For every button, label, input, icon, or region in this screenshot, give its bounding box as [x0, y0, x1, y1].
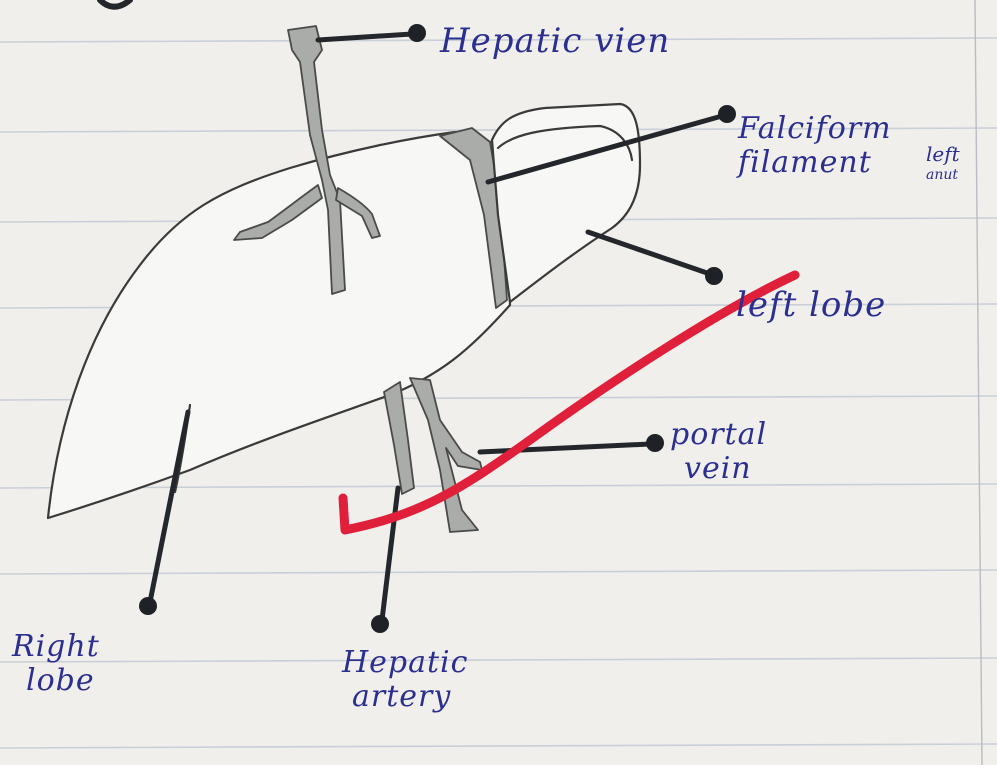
label-falciform-line2: filament: [738, 146, 892, 180]
label-hepatic-vien: Hepatic vien: [440, 24, 670, 58]
label-hepatic-artery: Hepatic artery: [342, 646, 468, 714]
label-left-lobe: left lobe: [736, 288, 886, 322]
label-artery-line2: artery: [342, 680, 468, 714]
leader-hepatic-vien: [318, 24, 426, 42]
label-margin-top: left: [926, 142, 960, 166]
leader-left-lobe: [588, 232, 723, 285]
label-right-lobe: Right lobe: [12, 630, 100, 698]
stray-mark: [100, 0, 130, 7]
label-portal-line2: vein: [670, 452, 767, 486]
label-right-line2: lobe: [12, 664, 100, 698]
label-margin-note: left anut: [926, 142, 960, 184]
label-artery-line1: Hepatic: [342, 646, 468, 680]
label-falciform-line1: Falciform: [738, 112, 892, 146]
leader-hepatic-artery: [371, 488, 398, 633]
label-portal-line1: portal: [670, 418, 767, 452]
label-right-line1: Right: [12, 630, 100, 664]
label-falciform-filament: Falciform filament: [738, 112, 892, 180]
label-margin-bottom: anut: [926, 166, 960, 184]
leader-portal-vein: [480, 434, 664, 452]
label-portal-vein: portal vein: [670, 418, 767, 486]
